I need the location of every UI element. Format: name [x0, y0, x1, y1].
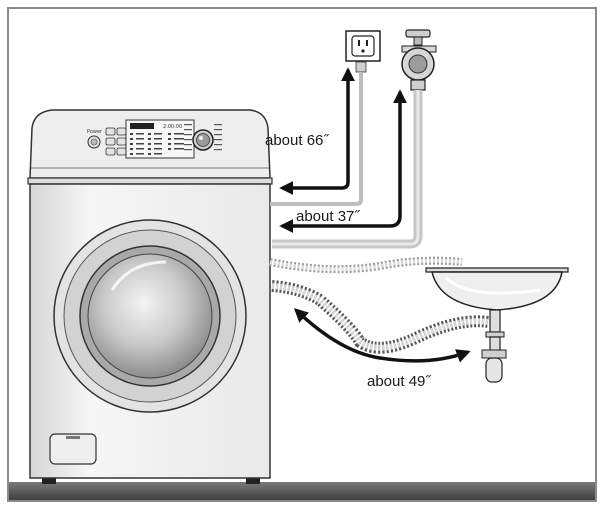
control-display: 2:00:00	[126, 120, 194, 158]
washer-door-icon	[54, 220, 246, 412]
display-text: 2:00:00	[163, 124, 182, 130]
drain-hose-length-label: about 49˝	[367, 373, 431, 390]
washer-icon: Power 2:00:00	[28, 110, 272, 484]
floor-bar	[9, 482, 595, 500]
power-cord-length-label: about 66˝	[265, 132, 329, 149]
water-hose-length-label: about 37˝	[296, 208, 360, 225]
power-label: Power	[87, 129, 103, 135]
